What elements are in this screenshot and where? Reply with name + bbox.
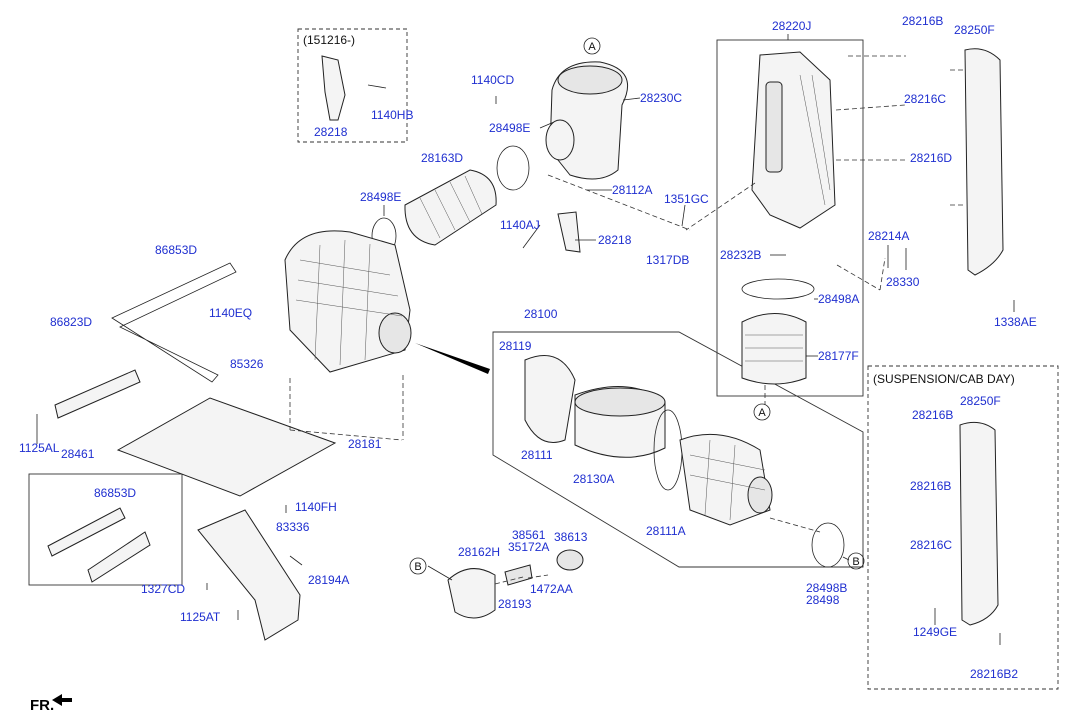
callout-b-left	[409, 557, 427, 575]
clamp-icon	[811, 522, 845, 568]
part-label: 1125AT	[180, 610, 221, 624]
part-label: 28193	[498, 597, 532, 611]
part-label: 28250F	[960, 394, 1001, 408]
support-bracket-icon	[197, 509, 301, 641]
part-label: 86853D	[155, 243, 197, 257]
callout-b-left-label: B	[414, 561, 421, 573]
part-label: 28218	[314, 125, 348, 139]
part-label: 1472AA	[530, 582, 573, 596]
part-label: 1125AL	[19, 441, 60, 455]
part-label: 28216B	[902, 14, 943, 28]
part-label: 28162H	[458, 545, 500, 559]
part-label: 28100	[524, 307, 558, 321]
part-label: 1140EQ	[209, 306, 252, 320]
part-label: 28214A	[868, 229, 909, 243]
mounting-plate-icon	[116, 397, 337, 497]
part-label: 28461	[61, 447, 95, 461]
intake-duct-box	[716, 39, 864, 397]
callout-a-top-label: A	[588, 41, 596, 53]
bracket-icon	[557, 211, 581, 253]
clamp-icon	[496, 145, 530, 191]
elbow-hose-icon	[447, 568, 496, 619]
part-label: 83336	[276, 520, 310, 534]
part-label: 28216C	[910, 538, 952, 552]
part-label: 28119	[499, 339, 532, 353]
gasket-icon	[741, 278, 815, 300]
part-label: 86823D	[50, 315, 92, 329]
part-label: 28194A	[308, 573, 349, 587]
hose-icon	[404, 169, 497, 246]
part-label: 86853D	[94, 486, 136, 500]
part-label: 28216C	[904, 92, 946, 106]
callout-a-top	[583, 37, 601, 55]
part-label: 85326	[230, 357, 264, 371]
part-label: 35172A	[508, 540, 549, 554]
sensor-icon	[504, 564, 533, 586]
part-label: 28498A	[818, 292, 859, 306]
part-label: 28216B2	[970, 667, 1018, 681]
callout-a-bottom	[753, 403, 771, 421]
part-label: 38613	[554, 530, 588, 544]
pointer-arrow-icon	[415, 343, 490, 374]
part-label: 28220J	[772, 19, 811, 33]
variant-box-label: (151216-)	[303, 33, 355, 47]
air-cleaner-housing-icon	[284, 230, 412, 373]
part-label: 28250F	[954, 23, 995, 37]
part-label: 1140FH	[295, 500, 337, 514]
gasket-plate-icon	[111, 262, 237, 383]
cover-icon	[959, 421, 999, 626]
housing-body-icon	[679, 433, 773, 526]
part-label: 28177F	[818, 349, 859, 363]
part-label: 1338AE	[994, 315, 1037, 329]
part-label: 28112A	[612, 183, 652, 197]
rain-guard-icon	[87, 531, 151, 583]
callout-b-right	[847, 552, 865, 570]
part-label: 28230C	[640, 91, 682, 105]
part-label: 1140AJ	[500, 218, 540, 232]
callout-a-bottom-label: A	[758, 407, 766, 419]
suspension-box-label: (SUSPENSION/CAB DAY)	[873, 372, 1015, 386]
front-direction-label: FR.	[30, 697, 55, 714]
part-label: 28163D	[421, 151, 463, 165]
rain-guard-icon	[47, 507, 126, 557]
part-label: 28181	[348, 437, 382, 451]
part-label: 28330	[886, 275, 920, 289]
front-arrow-icon	[52, 694, 72, 706]
bellows-icon	[741, 313, 807, 385]
rain-guard-icon	[54, 369, 141, 419]
part-label: 28498E	[489, 121, 530, 135]
suspension-box	[867, 365, 1059, 690]
snorkel-head-icon	[545, 61, 629, 180]
cap-icon	[556, 549, 584, 571]
part-label: 28232B	[720, 248, 761, 262]
part-label: 28216B	[910, 479, 951, 493]
part-label: 1140HB	[371, 108, 413, 122]
part-label: 1140CD	[471, 73, 514, 87]
part-label: 28111	[521, 448, 553, 462]
part-label: 38561	[512, 528, 546, 542]
part-label: 28111A	[646, 524, 686, 538]
part-label: 28218	[598, 233, 632, 247]
callout-b-right-label: B	[852, 556, 859, 568]
air-cleaner-box	[492, 331, 864, 568]
part-label: 1351GC	[664, 192, 709, 206]
part-label: 1327CD	[141, 582, 185, 596]
part-label: 1317DB	[646, 253, 689, 267]
part-label: 28216B	[912, 408, 953, 422]
cover-icon	[964, 48, 1004, 276]
rain-guard-box	[28, 473, 183, 586]
part-label: 28498B	[806, 581, 847, 595]
part-label: 28130A	[573, 472, 614, 486]
filter-element-icon	[574, 386, 666, 458]
inlet-duct-icon	[751, 51, 836, 229]
bracket-28218-icon	[321, 55, 346, 121]
part-label: 28216D	[910, 151, 952, 165]
variant-box	[297, 28, 408, 143]
housing-cover-icon	[524, 355, 576, 443]
part-label: 28498E	[360, 190, 401, 204]
part-label: 28498	[806, 593, 840, 607]
part-label: 1249GE	[913, 625, 957, 639]
